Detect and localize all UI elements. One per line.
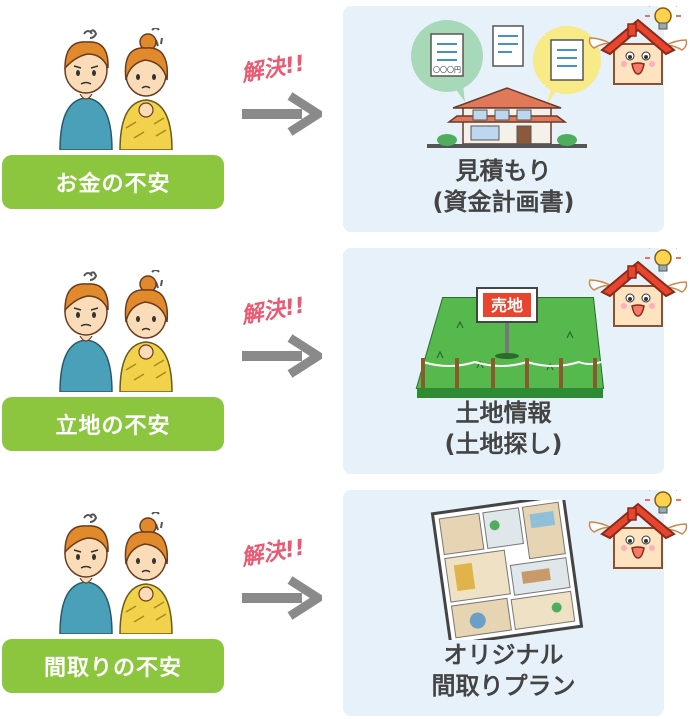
right-arrow-icon (240, 92, 322, 136)
solution-title-line2: 間取りプラン (431, 672, 576, 700)
right-arrow-icon (240, 334, 322, 378)
row-money: お金の不安 解決!! 〇〇〇円 (0, 0, 690, 232)
solution-title: 見積もり (資金計画書) (343, 156, 664, 218)
solve-label: 解決!! (239, 535, 307, 572)
solution-panel: 売地 土地情報 (土地探し) (343, 248, 664, 474)
worried-couple-icon (56, 270, 176, 392)
land-for-sale-illustration: 売地 (415, 287, 605, 398)
house-mascot-icon (588, 6, 688, 88)
floor-plan-illustration (430, 500, 584, 640)
sign-text: 売地 (491, 296, 523, 315)
row-location: 立地の不安 解決!! 売地 土地情報 (土地探し) (0, 242, 690, 474)
solution-title: 土地情報 (土地探し) (343, 398, 664, 460)
estimate-documents-and-house-illustration: 〇〇〇円 (411, 20, 601, 148)
solution-title-line1: オリジナル (443, 641, 564, 669)
row-floorplan: 間取りの不安 解決!! オリジナル 間取りプラン (0, 484, 690, 716)
doc-text: 〇〇〇円 (433, 66, 461, 74)
solve-label: 解決!! (239, 51, 307, 88)
worried-couple-icon (56, 28, 176, 150)
solution-title-line1: 土地情報 (455, 399, 552, 427)
concern-badge: お金の不安 (2, 155, 224, 209)
house-mascot-icon (588, 248, 688, 330)
concern-badge: 立地の不安 (2, 397, 224, 451)
solution-title-line2: (資金計画書) (432, 188, 575, 216)
solution-panel: オリジナル 間取りプラン (343, 490, 664, 716)
house-mascot-icon (588, 490, 688, 572)
solution-title-line1: 見積もり (455, 157, 552, 185)
right-arrow-icon (240, 576, 322, 620)
solve-label: 解決!! (239, 293, 307, 330)
concern-badge: 間取りの不安 (2, 639, 224, 693)
worried-couple-icon (56, 512, 176, 634)
solution-title: オリジナル 間取りプラン (343, 640, 664, 702)
solution-title-line2: (土地探し) (444, 430, 563, 458)
